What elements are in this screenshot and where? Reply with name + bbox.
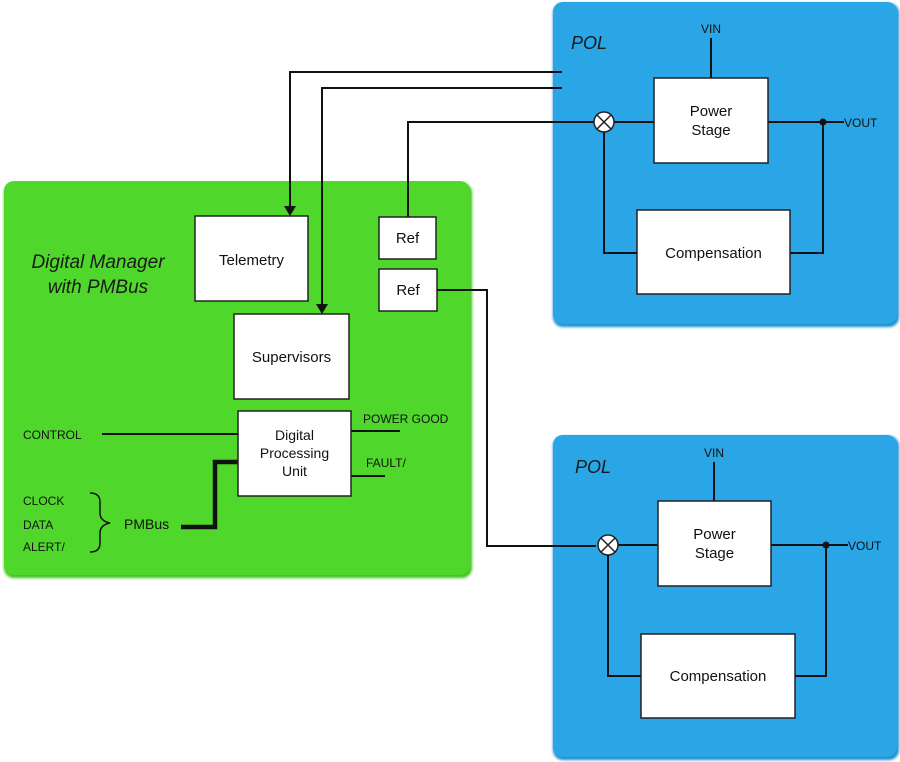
pol-top-power-stage xyxy=(653,77,769,164)
pol-top-feedback-left xyxy=(603,132,637,254)
pmbus-label: PMBus xyxy=(124,516,169,532)
pmbus-wire xyxy=(181,459,238,530)
dpu-label-line2: Processing xyxy=(260,445,329,461)
alert-label: ALERT/ xyxy=(23,540,65,554)
pol-top-summing-junction-icon xyxy=(593,111,615,133)
pol-bottom-compensation-label: Compensation xyxy=(670,668,767,685)
pol-bottom-summing-junction-icon xyxy=(597,534,619,556)
dpu-label-line3: Unit xyxy=(282,463,307,479)
telemetry-label: Telemetry xyxy=(219,252,285,269)
pol-bottom-title: POL xyxy=(575,457,611,477)
pol-top-title: POL xyxy=(571,33,607,53)
pol-bottom-vout-label: VOUT xyxy=(848,539,882,553)
pol-bottom-feedback-right xyxy=(795,545,827,677)
dpu-block xyxy=(237,410,352,497)
dpu-label-line1: Digital xyxy=(275,427,314,443)
pol-top-vout-node xyxy=(819,118,827,126)
pol-top-compensation xyxy=(636,209,791,295)
pol-bottom-vin-label: VIN xyxy=(704,446,724,460)
pol-top-feedback-right xyxy=(790,122,824,254)
pol-top-vin-label: VIN xyxy=(701,22,721,36)
data-label: DATA xyxy=(23,518,53,532)
supervisors-block xyxy=(233,313,350,400)
pol-top-vout-label: VOUT xyxy=(844,116,878,130)
ref2-block xyxy=(378,268,438,312)
ref1-label: Ref xyxy=(396,230,420,247)
fault-label: FAULT/ xyxy=(366,456,406,470)
power-good-label: POWER GOOD xyxy=(363,412,449,426)
pol-bottom-compensation xyxy=(640,633,796,719)
pmbus-brace xyxy=(89,492,111,553)
pol-bottom-power-stage-line1: Power xyxy=(693,526,736,543)
telemetry-block xyxy=(194,215,309,302)
pol-bottom-power-stage-line2: Stage xyxy=(695,545,734,562)
telemetry-wire xyxy=(289,71,562,214)
ref1-wire xyxy=(407,121,594,217)
manager-title-line1: Digital Manager xyxy=(31,252,165,273)
manager-title-line2: with PMBus xyxy=(48,277,149,298)
pol-top-compensation-label: Compensation xyxy=(665,245,762,262)
control-label: CONTROL xyxy=(23,428,82,442)
clock-label: CLOCK xyxy=(23,494,64,508)
supervisors-arrow-icon xyxy=(316,304,328,314)
pol-bottom-feedback-left xyxy=(607,555,641,677)
ref1-block xyxy=(378,216,437,260)
supervisors-label: Supervisors xyxy=(252,349,331,366)
pol-bottom-power-stage xyxy=(657,500,772,587)
ref2-wire xyxy=(437,289,596,547)
pol-top-power-stage-line2: Stage xyxy=(691,122,730,139)
telemetry-arrow-icon xyxy=(284,206,296,216)
pol-top-power-stage-line1: Power xyxy=(690,103,733,120)
ref2-label: Ref xyxy=(396,282,420,299)
pol-bottom-vout-node xyxy=(822,541,830,549)
supervisors-wire xyxy=(321,87,562,312)
